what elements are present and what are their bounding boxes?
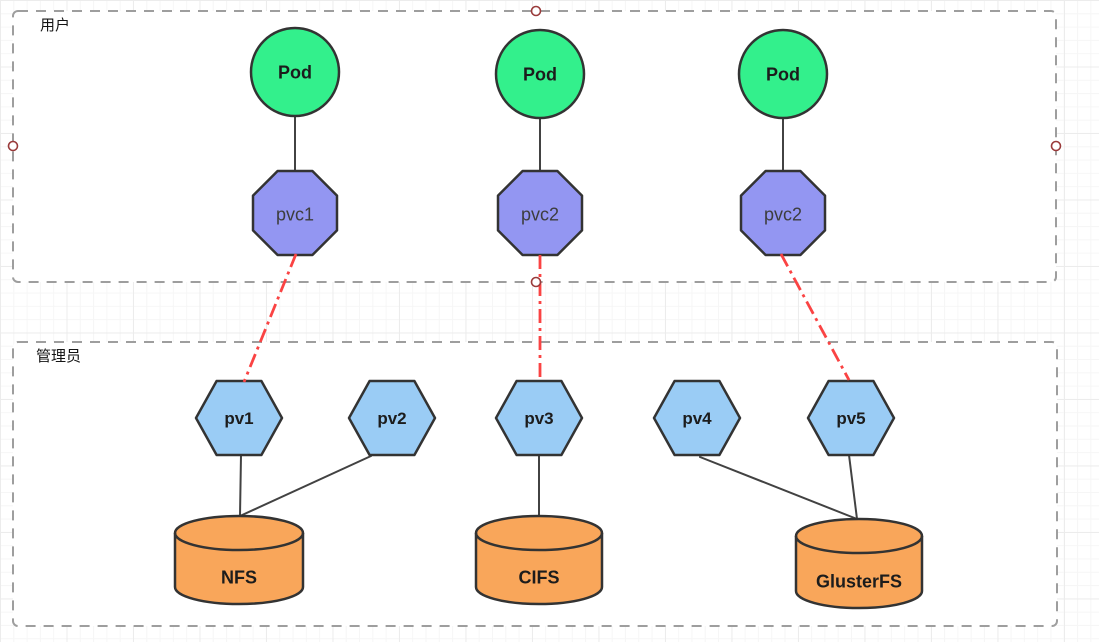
edge-pv-storage-5[interactable] — [848, 454, 858, 520]
storage-cifs-label: CIFS — [518, 567, 559, 587]
pvc-3-node[interactable]: pvc2 — [739, 169, 827, 257]
pod-2-label: Pod — [523, 64, 557, 84]
storage-cifs-cylinder[interactable] — [474, 514, 604, 606]
pvc-1-label: pvc1 — [276, 204, 314, 224]
pvc-2-label: pvc2 — [521, 204, 559, 224]
storage-nfs-rim — [173, 532, 305, 552]
edge-pv-storage-1[interactable] — [239, 454, 242, 517]
storage-glusterfs-rim — [794, 535, 924, 555]
pod-3-label: Pod — [766, 64, 800, 84]
storage-nfs-label: NFS — [221, 567, 257, 587]
pv-1-label: pv1 — [224, 409, 253, 428]
pod-3-node[interactable]: Pod — [737, 28, 829, 120]
pv-2-hexagon[interactable] — [347, 379, 437, 457]
pvc-3-label: pvc2 — [764, 204, 802, 224]
pv-5-node[interactable]: pv5 — [806, 379, 896, 457]
pod-2-circle[interactable] — [494, 28, 586, 120]
connection-handle-3[interactable] — [1050, 140, 1062, 152]
edge-pv-storage-2[interactable] — [239, 455, 372, 517]
edge-pvc-pv-3[interactable] — [779, 253, 851, 381]
pv-4-hexagon[interactable] — [652, 379, 742, 457]
connection-handle-4[interactable] — [530, 276, 542, 288]
pod-1-circle[interactable] — [249, 26, 341, 118]
pod-1-label: Pod — [278, 62, 312, 82]
pod-2-node[interactable]: Pod — [494, 28, 586, 120]
pv-4-node[interactable]: pv4 — [652, 379, 742, 457]
pv-4-label: pv4 — [682, 409, 712, 428]
pv-2-node[interactable]: pv2 — [347, 379, 437, 457]
edge-pvc-pv-1[interactable] — [242, 253, 298, 383]
connection-handle-2[interactable] — [7, 140, 19, 152]
group-users-label: 用户 — [40, 17, 70, 34]
storage-nfs-cylinder[interactable] — [173, 514, 305, 606]
storage-cifs-node[interactable]: CIFS — [474, 514, 604, 606]
storage-nfs-node[interactable]: NFS — [173, 514, 305, 606]
pod-3-circle[interactable] — [737, 28, 829, 120]
edge-pv-storage-4[interactable] — [699, 456, 858, 520]
pv-1-node[interactable]: pv1 — [194, 379, 284, 457]
pv-5-hexagon[interactable] — [806, 379, 896, 457]
pv-3-hexagon[interactable] — [494, 379, 584, 457]
storage-glusterfs-node[interactable]: GlusterFS — [794, 517, 924, 610]
pod-1-node[interactable]: Pod — [249, 26, 341, 118]
storage-glusterfs-label: GlusterFS — [816, 571, 902, 591]
pvc-2-node[interactable]: pvc2 — [496, 169, 584, 257]
connection-handle-1[interactable] — [530, 5, 542, 17]
pvc-1-node[interactable]: pvc1 — [251, 169, 339, 257]
pv-3-label: pv3 — [524, 409, 553, 428]
pvc-3-octagon[interactable] — [739, 169, 827, 257]
storage-cifs-rim — [474, 532, 604, 552]
pv-1-hexagon[interactable] — [194, 379, 284, 457]
storage-glusterfs-cylinder[interactable] — [794, 517, 924, 610]
group-admin-label: 管理员 — [36, 348, 81, 365]
pv-5-label: pv5 — [836, 409, 865, 428]
pv-2-label: pv2 — [377, 409, 406, 428]
pvc-2-octagon[interactable] — [496, 169, 584, 257]
pvc-1-octagon[interactable] — [251, 169, 339, 257]
pv-3-node[interactable]: pv3 — [494, 379, 584, 457]
